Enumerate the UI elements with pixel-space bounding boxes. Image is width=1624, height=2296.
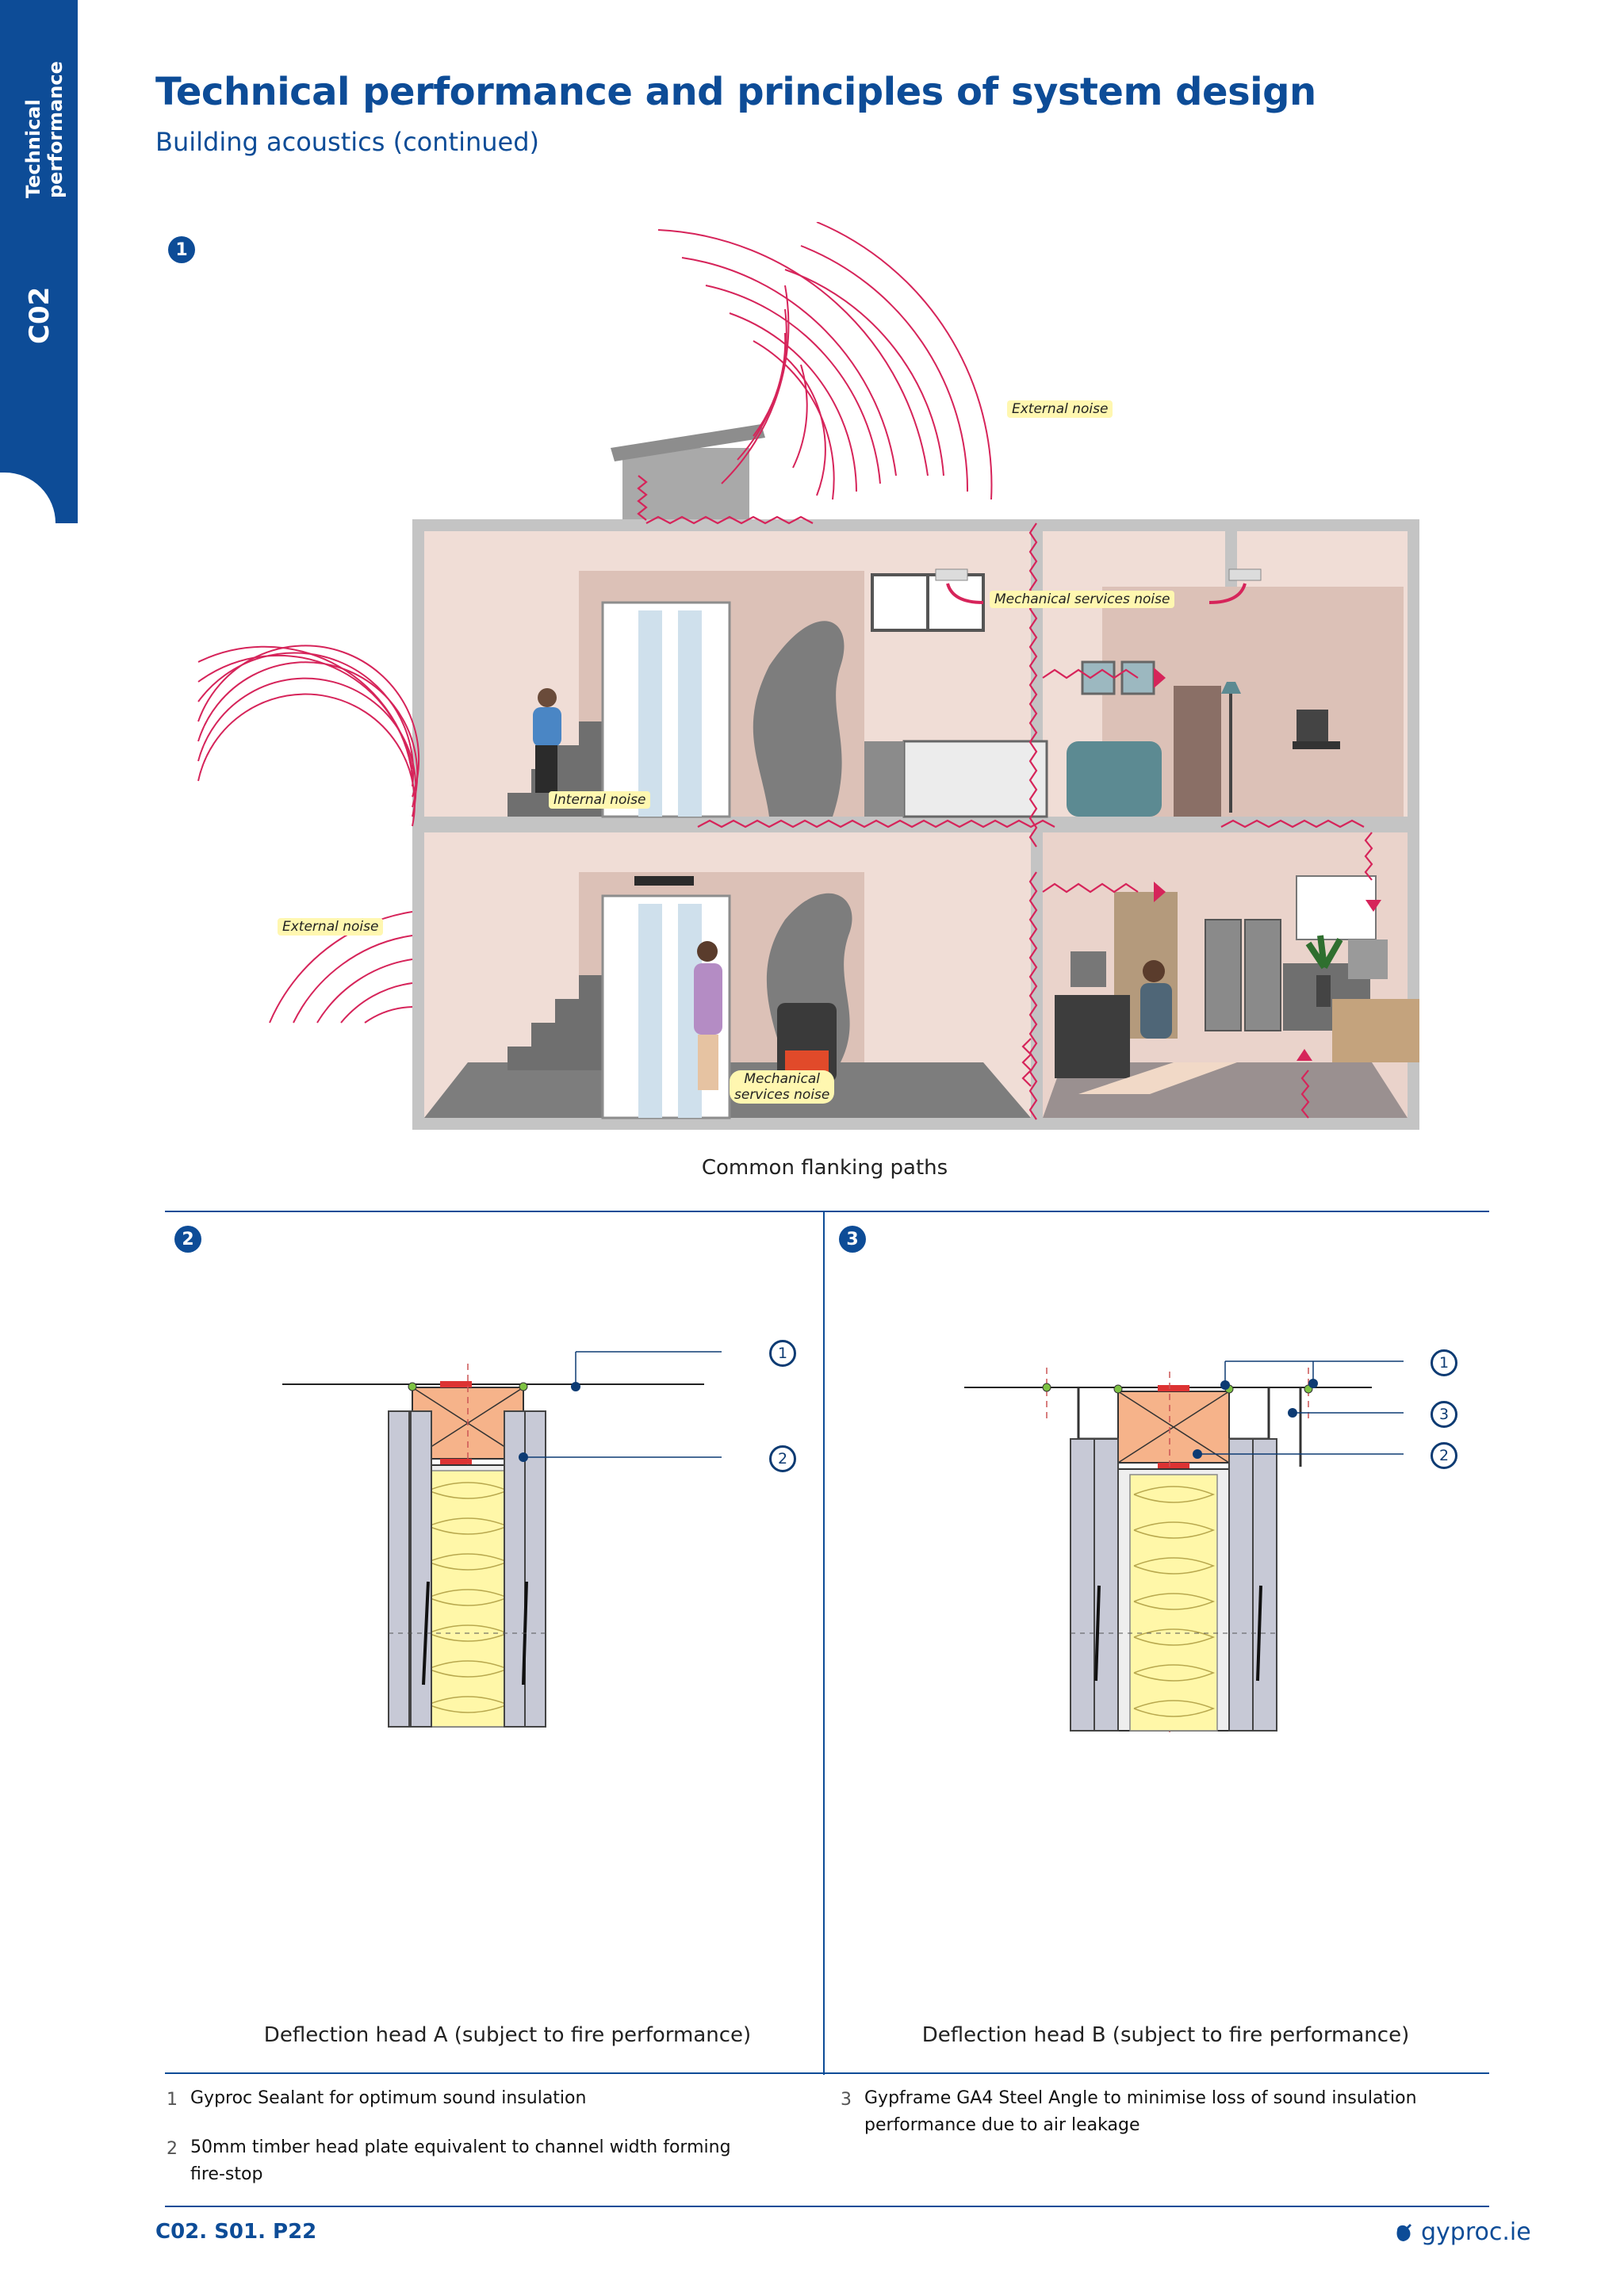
desk-right (1332, 999, 1419, 1062)
door (1174, 686, 1221, 817)
sofa (1067, 741, 1162, 817)
note-1-number: 1 (167, 2090, 178, 2110)
page-title: Technical performance and principles of … (155, 70, 1316, 114)
figure-2-caption: Deflection head A (subject to fire perfo… (263, 2023, 752, 2047)
whiteboard (1296, 875, 1377, 940)
label-external-noise-top: External noise (1007, 400, 1113, 418)
brand-link[interactable]: gyproc.ie (1394, 2218, 1531, 2246)
callout-2-2: 2 (769, 1445, 796, 1472)
external-noise-waves-top (657, 222, 993, 500)
deflection-head-a-drawing (282, 1351, 722, 1728)
callout-3-1: 1 (1431, 1349, 1457, 1376)
chimney-cap (611, 424, 765, 461)
note-3-number: 3 (841, 2090, 852, 2110)
note-2-number: 2 (167, 2139, 178, 2159)
label-internal-noise: Internal noise (549, 791, 651, 809)
section-divider-bottom (165, 2072, 1489, 2074)
figure-1-badge: 1 (168, 236, 195, 263)
desk-left (1055, 995, 1130, 1078)
flanking-arrowheads (1154, 668, 1381, 1061)
figure-2-badge: 2 (174, 1226, 201, 1253)
footer-divider (165, 2206, 1489, 2207)
external-noise-waves-left (197, 645, 420, 1024)
page-code: C02. S01. P22 (155, 2220, 317, 2244)
callout-3-3: 3 (1431, 1401, 1457, 1428)
callout-2-1: 1 (769, 1340, 796, 1367)
callout-3-2: 2 (1431, 1442, 1457, 1469)
upper-service-duct (753, 621, 845, 817)
section-sidebar (0, 0, 78, 523)
chimney (622, 448, 749, 519)
kitchen-base-cabinets (902, 740, 1048, 818)
label-external-noise-left: External noise (278, 918, 384, 936)
office-worker (1140, 983, 1172, 1039)
deflection-head-b-drawing (964, 1360, 1404, 1732)
flanking-paths-illustration (197, 222, 1419, 1130)
page-subtitle: Building acoustics (continued) (155, 127, 540, 157)
label-mechanical-services-noise-top: Mechanical services noise (990, 591, 1175, 608)
figure-1-caption: Common flanking paths (701, 1156, 948, 1180)
external-noise-waves-top-left (721, 285, 808, 484)
section-divider-top (165, 1211, 1489, 1212)
note-3-text: Gypframe GA4 Steel Angle to minimise los… (864, 2088, 1417, 2135)
figure-3-badge: 3 (839, 1226, 866, 1253)
note-1-text: Gyproc Sealant for optimum sound insulat… (190, 2088, 587, 2108)
upper-lift (601, 601, 731, 818)
filing-cabinets (1205, 919, 1281, 1031)
brand-url[interactable]: gyproc.ie (1421, 2218, 1531, 2246)
column-divider (823, 1211, 825, 2075)
flanking-path-zigzags (637, 475, 1373, 1120)
figure-3-caption: Deflection head B (subject to fire perfo… (921, 2023, 1410, 2047)
sidebar-section-code: C02 (24, 286, 56, 344)
gyproc-logo-icon (1396, 2223, 1411, 2241)
note-2-text: 50mm timber head plate equivalent to cha… (190, 2137, 731, 2184)
